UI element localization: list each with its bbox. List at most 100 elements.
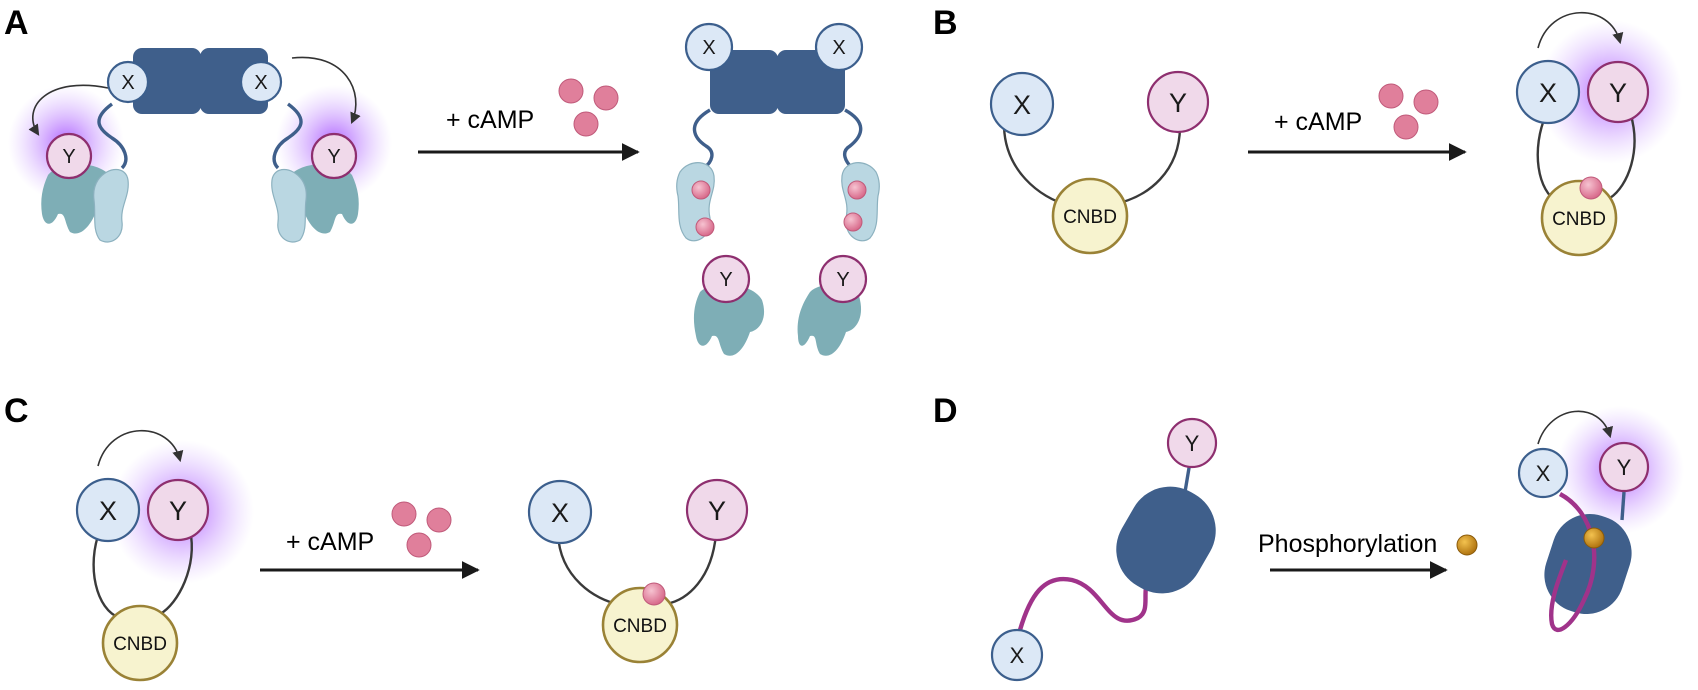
regulatory-subunit (41, 164, 114, 234)
x-node: X (990, 628, 1044, 682)
regulatory-subunit (693, 284, 765, 356)
panel-d: D Y X Phosphorylation X (933, 392, 1684, 682)
cnbd-label: CNBD (1552, 209, 1606, 230)
kinase-domain (1544, 513, 1632, 615)
y-label: Y (169, 496, 187, 526)
arrow-label-c: + cAMP (286, 528, 374, 556)
y-label: Y (1169, 88, 1187, 118)
linker (272, 102, 303, 170)
y-node: Y (685, 478, 749, 542)
activation-arrow (291, 56, 361, 125)
holoenzyme-dissociated: X X Y Y (676, 22, 880, 356)
x-label: X (702, 37, 715, 59)
camp-molecules (391, 501, 452, 558)
x-label: X (1539, 78, 1557, 108)
linker (556, 533, 619, 606)
panel-letter-b: B (933, 4, 958, 42)
linker (97, 102, 128, 170)
activation-arrow (1537, 410, 1613, 445)
regulatory-subunit (93, 168, 129, 243)
x-node: X (684, 22, 734, 72)
cnbd-domain: CNBD (1051, 177, 1129, 255)
cnbd-label: CNBD (1063, 207, 1117, 228)
linker (1609, 111, 1636, 199)
activation-arrow (1537, 11, 1624, 49)
camp-molecule (593, 85, 619, 111)
regulatory-subunit (286, 164, 359, 234)
kinase-inactive: Y X (990, 417, 1218, 682)
sensor-active: CNBD X Y (75, 429, 254, 682)
y-node: Y (818, 254, 868, 304)
x-label: X (1010, 643, 1025, 668)
camp-molecule (1413, 89, 1439, 115)
catalytic-subunit (710, 50, 778, 114)
linker (665, 533, 718, 606)
camp-molecule (691, 180, 711, 200)
panel-a: A X X Y (4, 4, 880, 356)
x-node: X (1517, 447, 1569, 499)
panel-letter-d: D (933, 392, 958, 430)
y-label: Y (327, 146, 340, 168)
y-node: Y (310, 132, 358, 180)
phosphate-group (1456, 534, 1478, 556)
cnbd-domain: CNBD (601, 586, 679, 664)
arrow-label-a: + cAMP (446, 106, 534, 134)
x-label: X (551, 498, 569, 528)
linker (842, 108, 863, 170)
x-node: X (527, 479, 593, 545)
y-node: Y (1598, 441, 1650, 493)
holoenzyme-inactive: X X Y Y (8, 48, 392, 243)
activation-arrow (97, 429, 184, 467)
x-node: X (814, 22, 864, 72)
y-label: Y (62, 146, 75, 168)
x-label: X (121, 72, 134, 94)
y-node: Y (45, 132, 93, 180)
x-node: X (1515, 59, 1581, 125)
y-label: Y (708, 496, 726, 526)
x-node: X (239, 60, 283, 104)
y-label: Y (1185, 431, 1200, 456)
camp-molecule (1579, 176, 1603, 200)
camp-molecules (1378, 83, 1439, 140)
cnbd-domain: CNBD (101, 604, 179, 682)
camp-molecule (1378, 83, 1404, 109)
y-label: Y (1609, 78, 1627, 108)
y-node: Y (1166, 417, 1218, 469)
panel-b: B X Y CNBD + cAMP (933, 4, 1682, 257)
magenta-linker (1017, 576, 1152, 631)
linker (1620, 491, 1626, 521)
y-node: Y (701, 254, 751, 304)
y-node: Y (1586, 60, 1650, 124)
regulatory-subunit (271, 168, 307, 243)
kinase-active: X Y (1517, 406, 1684, 632)
activation-arrow (28, 84, 109, 136)
linker (92, 529, 121, 620)
y-node: Y (1146, 70, 1210, 134)
linker (692, 108, 714, 170)
x-label: X (1013, 90, 1031, 120)
sensor-inactive: X Y CNBD (989, 70, 1210, 255)
linker (159, 529, 193, 616)
panel-c: C CNBD X Y + cAMP (4, 392, 749, 682)
camp-molecule (573, 111, 599, 137)
phosphate-group (1583, 527, 1605, 549)
x-label: X (99, 496, 117, 526)
x-label: X (254, 72, 267, 94)
camp-molecule (406, 532, 432, 558)
camp-molecule (843, 212, 863, 232)
panel-letter-a: A (4, 4, 29, 42)
x-node: X (75, 477, 141, 543)
camp-molecule (391, 501, 417, 527)
sensor-inactive: X Y CNBD (527, 478, 749, 664)
y-label: Y (1617, 455, 1632, 480)
y-label: Y (719, 269, 732, 291)
camp-molecule (558, 78, 584, 104)
camp-molecule (642, 582, 666, 606)
y-label: Y (836, 269, 849, 291)
camp-molecule (695, 217, 715, 237)
cnbd-label: CNBD (613, 616, 667, 637)
cnbd-domain: CNBD (1540, 179, 1618, 257)
arrow-label-b: + cAMP (1274, 108, 1362, 136)
x-label: X (832, 37, 845, 59)
